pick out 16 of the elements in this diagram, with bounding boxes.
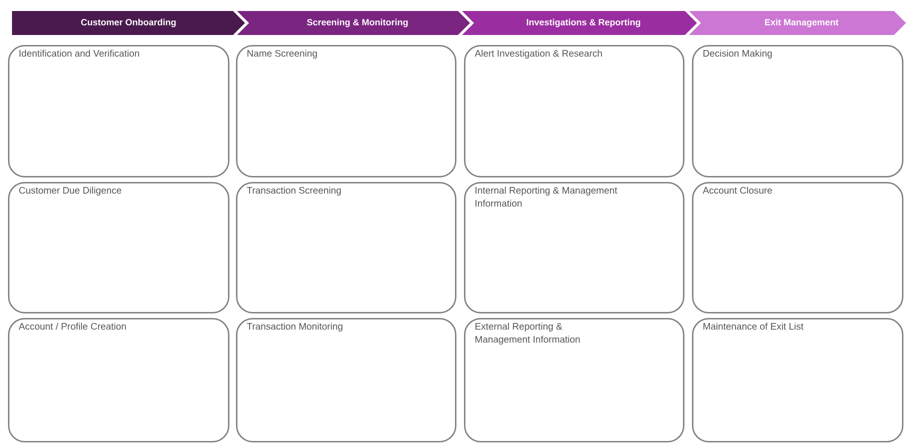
process-box: Maintenance of Exit List (692, 318, 904, 442)
process-box: Transaction Monitoring (236, 318, 456, 442)
process-box: Account / Profile Creation (8, 318, 230, 442)
phase-header: Customer Onboarding (12, 11, 245, 35)
process-box: Identification and Verification (8, 45, 230, 178)
process-box: Decision Making (692, 45, 904, 178)
process-box: Transaction Screening (236, 182, 456, 314)
process-box: Alert Investigation & Research (464, 45, 684, 178)
phase-header: Investigations & Reporting (462, 11, 697, 35)
process-box: Name Screening (236, 45, 456, 178)
phase-header: Screening & Monitoring (237, 11, 470, 35)
process-box: Customer Due Diligence (8, 182, 230, 314)
process-box: Account Closure (692, 182, 904, 314)
process-box: External Reporting & Management Information (464, 318, 684, 442)
phase-header: Exit Management (689, 11, 906, 35)
process-box: Internal Reporting & Management Information (464, 182, 684, 314)
